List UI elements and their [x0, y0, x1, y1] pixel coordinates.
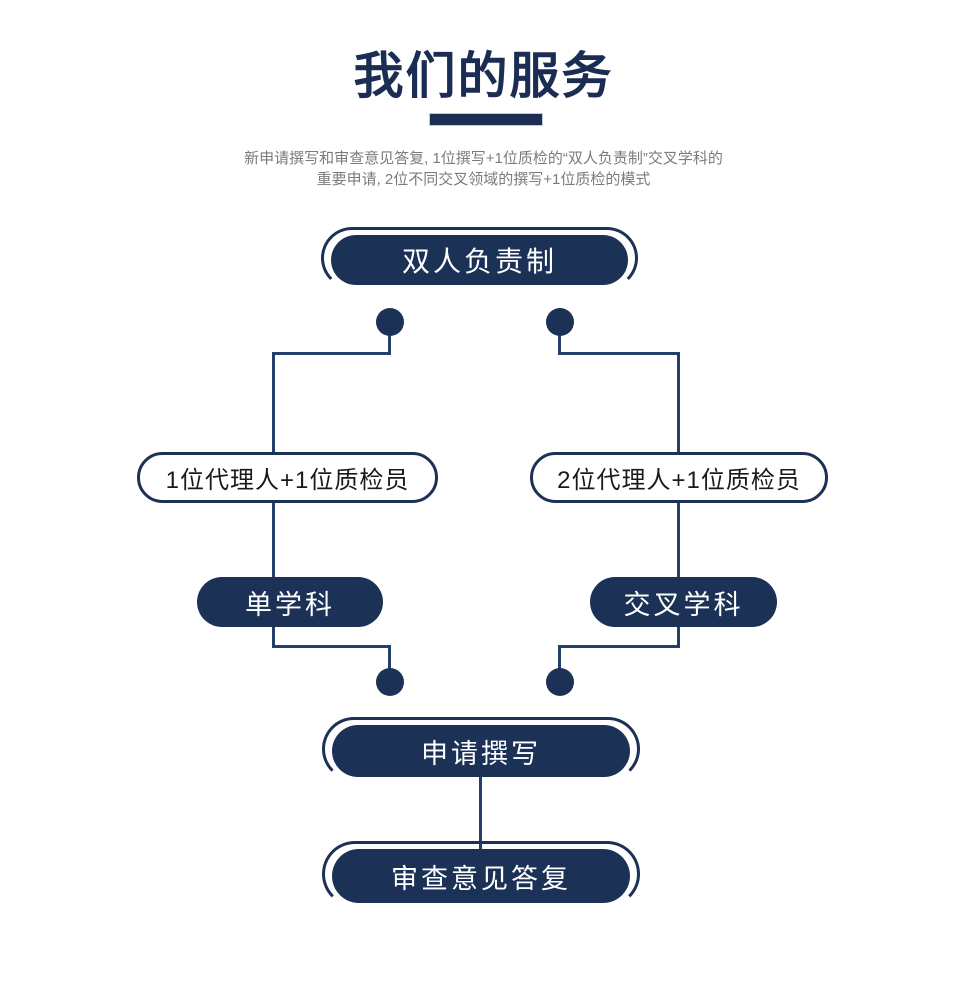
subtitle: 新申请撰写和审查意见答复, 1位撰写+1位质检的“双人负责制”交叉学科的 重要申… — [0, 148, 967, 190]
junction-dot-top-right — [546, 308, 574, 336]
node-label: 申请撰写 — [421, 738, 541, 769]
node-label: 双人负责制 — [401, 246, 557, 277]
connector-right-horizontal-bottom — [559, 645, 680, 648]
node-team-left: 1位代理人+1位质检员 — [137, 452, 438, 503]
connector-right-horizontal-top — [559, 352, 680, 355]
subtitle-line-1: 新申请撰写和审查意见答复, 1位撰写+1位质检的“双人负责制”交叉学科的 — [244, 150, 723, 167]
connector-right-stub-top — [558, 332, 561, 355]
junction-dot-bottom-left — [376, 668, 404, 696]
node-label: 2位代理人+1位质检员 — [557, 467, 801, 494]
title-underline — [429, 113, 543, 126]
node-label: 交叉学科 — [623, 589, 744, 620]
connector-left-stub-top — [388, 332, 391, 355]
page-title: 我们的服务 — [353, 48, 614, 104]
node-single-discipline: 单学科 — [197, 577, 383, 627]
connector-left-horizontal-top — [272, 352, 391, 355]
node-cross-discipline: 交叉学科 — [590, 577, 777, 627]
connector-left-horizontal-bottom — [272, 645, 391, 648]
subtitle-line-2: 重要申请, 2位不同交叉领域的撰写+1位质检的模式 — [316, 171, 651, 188]
node-label: 单学科 — [245, 589, 335, 620]
node-dual-responsibility: 双人负责制 — [321, 227, 638, 289]
junction-dot-bottom-right — [546, 668, 574, 696]
connector-left-stub-bottom — [388, 645, 391, 672]
node-application-writing: 申请撰写 — [322, 717, 640, 781]
connector-center-bottom — [479, 776, 482, 850]
connector-right-stub-bottom — [558, 645, 561, 672]
node-team-right: 2位代理人+1位质检员 — [530, 452, 828, 503]
node-office-action-response: 审查意见答复 — [322, 841, 640, 907]
node-label: 1位代理人+1位质检员 — [165, 467, 410, 494]
node-label: 审查意见答复 — [391, 863, 571, 894]
junction-dot-top-left — [376, 308, 404, 336]
